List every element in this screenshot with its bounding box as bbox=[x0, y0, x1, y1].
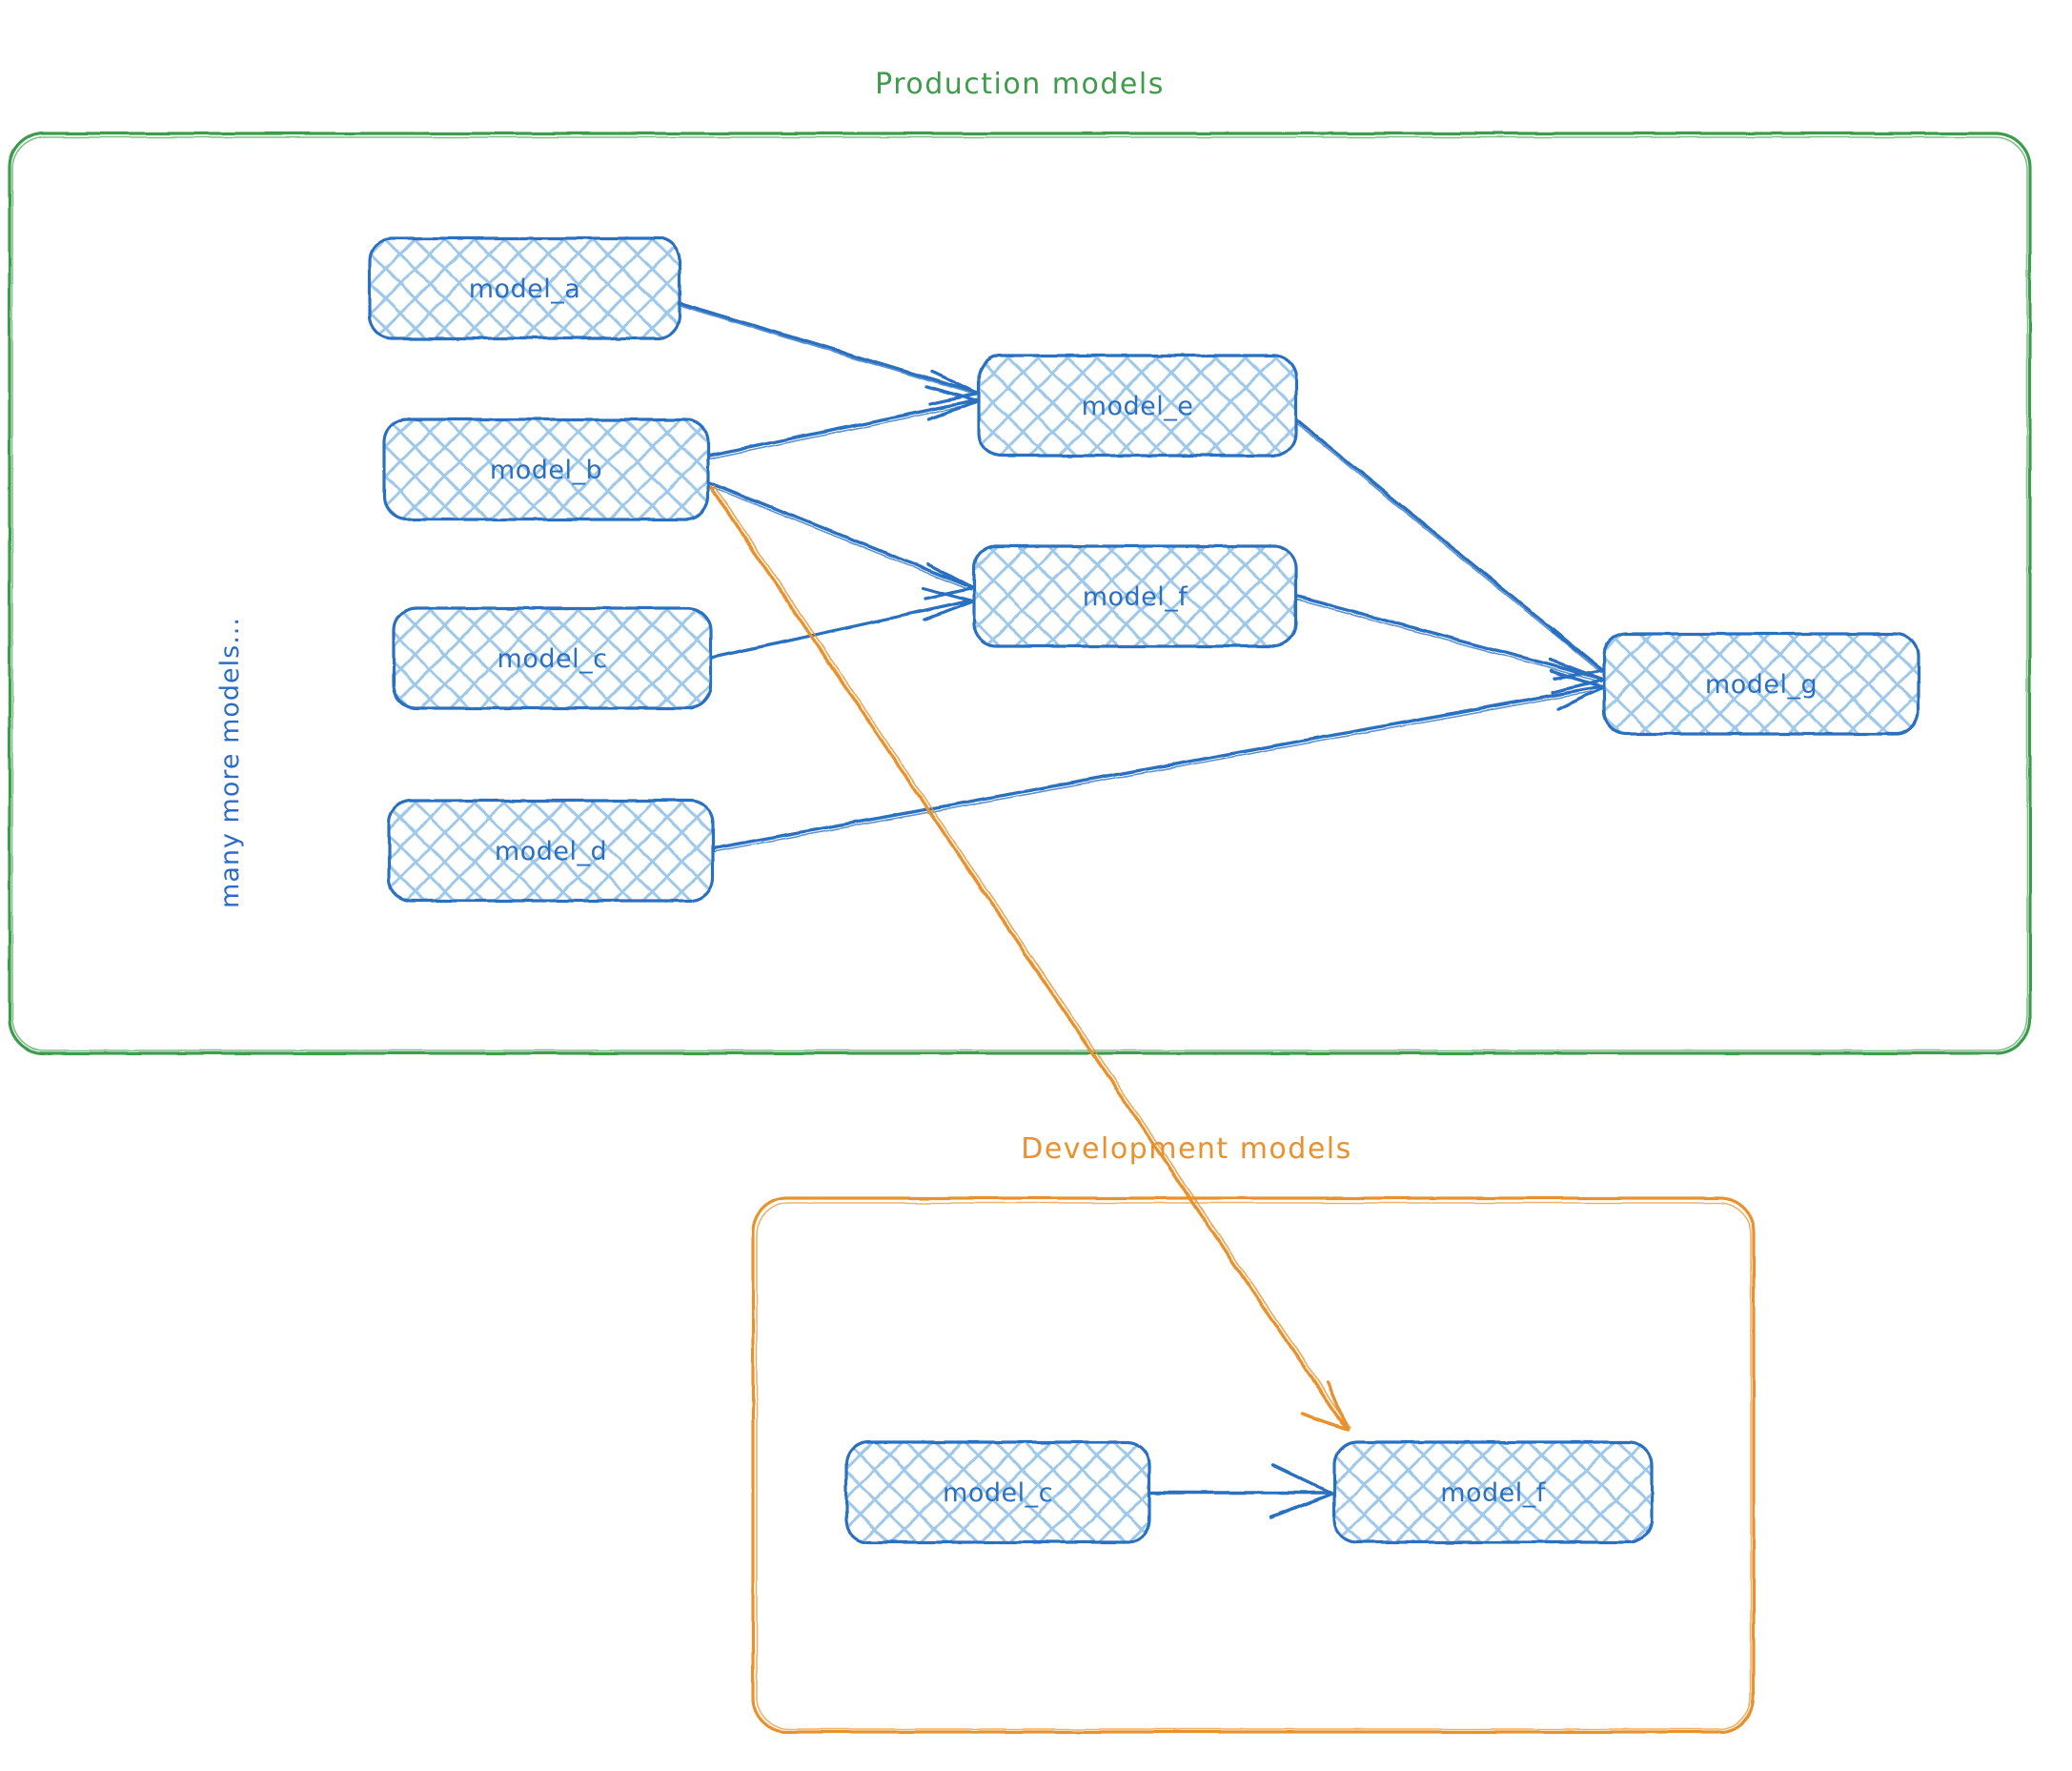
development-group-border-second-stroke bbox=[756, 1202, 1752, 1730]
node-prod-model-g[interactable]: model_g bbox=[1602, 632, 1920, 736]
node-prod-model-a-shape bbox=[368, 236, 681, 340]
edge-devc-to-devf bbox=[1149, 1463, 1334, 1519]
node-prod-model-e[interactable]: model_e bbox=[977, 354, 1298, 458]
many-more-models-label: many more models... bbox=[215, 617, 245, 908]
node-prod-model-e-label: model_e bbox=[1082, 392, 1194, 421]
node-prod-model-b-label: model_b bbox=[490, 456, 602, 485]
node-prod-model-a[interactable]: model_a bbox=[368, 236, 681, 340]
node-prod-model-c-shape bbox=[392, 606, 713, 710]
node-dev-model-f-label: model_f bbox=[1440, 1478, 1547, 1508]
edge-c-to-f bbox=[709, 586, 975, 660]
node-prod-model-d-shape bbox=[387, 799, 715, 903]
edge-b-to-dev-f bbox=[708, 484, 1351, 1432]
node-dev-model-c[interactable]: model_c bbox=[844, 1440, 1151, 1544]
node-prod-model-c-label: model_c bbox=[498, 644, 608, 674]
node-prod-model-b-shape bbox=[382, 417, 710, 521]
group-production: Production models bbox=[8, 68, 2032, 1055]
edge-b-to-f bbox=[707, 480, 975, 601]
production-group-border-second-stroke bbox=[11, 136, 2028, 1051]
node-prod-model-a-label: model_a bbox=[469, 275, 581, 304]
node-prod-model-f-shape bbox=[972, 544, 1298, 648]
development-group-label: Development models bbox=[1021, 1132, 1352, 1166]
node-dev-model-f-shape bbox=[1332, 1440, 1654, 1544]
production-group-border bbox=[8, 132, 2032, 1055]
many-more-models-note: many more models... bbox=[215, 617, 245, 908]
node-dev-model-f[interactable]: model_f bbox=[1332, 1440, 1654, 1544]
node-prod-model-c[interactable]: model_c bbox=[392, 606, 713, 710]
edges-layer bbox=[678, 301, 1605, 1519]
development-group-border bbox=[751, 1196, 1756, 1734]
edge-e-to-g bbox=[1294, 417, 1605, 681]
edge-b-to-e bbox=[707, 385, 980, 460]
node-dev-model-c-shape bbox=[844, 1440, 1151, 1544]
node-prod-model-d-label: model_d bbox=[495, 837, 607, 866]
node-prod-model-e-shape bbox=[977, 354, 1298, 458]
node-prod-model-b[interactable]: model_b bbox=[382, 417, 710, 521]
group-development: Development models bbox=[751, 1132, 1756, 1734]
edge-d-to-g bbox=[711, 669, 1605, 853]
node-prod-model-f[interactable]: model_f bbox=[972, 544, 1298, 648]
node-dev-model-c-label: model_c bbox=[943, 1478, 1053, 1508]
nodes-development: model_c model_f bbox=[844, 1440, 1654, 1544]
node-prod-model-d[interactable]: model_d bbox=[387, 799, 715, 903]
nodes-production: model_a model_b model_c model_d bbox=[368, 236, 1920, 903]
production-group-label: Production models bbox=[875, 68, 1165, 101]
node-prod-model-g-label: model_g bbox=[1705, 670, 1818, 700]
node-prod-model-f-label: model_f bbox=[1083, 582, 1189, 612]
node-prod-model-g-shape bbox=[1602, 632, 1920, 736]
